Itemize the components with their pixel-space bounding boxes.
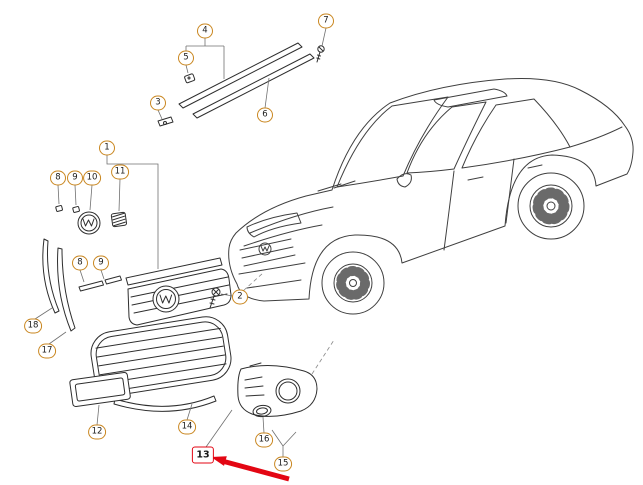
fog-lamp-opening [275, 378, 301, 404]
callout-9-lower[interactable]: 9 [93, 255, 109, 271]
highlight-arrow-shaft [223, 459, 290, 482]
leader-lines [34, 27, 327, 457]
fog-lamp-ring [252, 404, 272, 418]
upper-grille [125, 257, 232, 326]
callout-1[interactable]: 1 [99, 140, 115, 156]
callout-3[interactable]: 3 [150, 95, 166, 111]
callout-18[interactable]: 18 [24, 318, 42, 334]
windshield [336, 96, 449, 188]
upper-grille-frame [127, 268, 232, 326]
callout-4[interactable]: 4 [197, 23, 213, 39]
car-vw-badge-mark [260, 245, 270, 252]
lower-grille-strip [113, 395, 217, 412]
car-body [228, 78, 634, 302]
upper-grille-chrome-strip [125, 257, 223, 286]
door-handles [467, 164, 543, 181]
front-side-window [406, 101, 487, 174]
headlight [246, 212, 302, 238]
upper-grille-slats [130, 276, 230, 314]
callout-12[interactable]: 12 [88, 424, 106, 440]
license-plate-bracket [69, 371, 131, 408]
callout-14[interactable]: 14 [178, 419, 196, 435]
callout-8-lower[interactable]: 8 [72, 255, 88, 271]
badge-plate-part [110, 211, 128, 228]
wipers [317, 180, 356, 192]
callout-9-upper[interactable]: 9 [67, 170, 83, 186]
highlight-arrow-head [211, 456, 227, 466]
hood-creases [243, 206, 334, 247]
roof-strip-screw [316, 45, 325, 63]
roof-strip-clip [184, 73, 196, 84]
callout-8-upper[interactable]: 8 [50, 170, 66, 186]
rear-side-window [461, 98, 571, 169]
chrome-strip-parts [78, 275, 122, 292]
front-door-line [443, 170, 455, 251]
car-outline [228, 78, 634, 315]
car-vw-badge [258, 242, 272, 256]
side-trim-strips [42, 238, 76, 332]
callout-13-highlighted[interactable]: 13 [191, 446, 215, 464]
grille-screw [209, 287, 221, 309]
rear-wheel [517, 172, 585, 240]
callout-5[interactable]: 5 [178, 50, 194, 66]
fog-lamp-grille [237, 362, 318, 417]
callout-2[interactable]: 2 [232, 289, 248, 305]
highlight-arrow [211, 456, 290, 482]
callout-10[interactable]: 10 [83, 170, 101, 186]
small-fasteners [55, 205, 80, 213]
mounting-clip [157, 116, 174, 127]
callout-15[interactable]: 15 [274, 456, 292, 472]
sunroof [433, 88, 508, 108]
rear-door-line [505, 158, 515, 224]
callout-16[interactable]: 16 [255, 432, 273, 448]
callout-7[interactable]: 7 [318, 13, 334, 29]
callout-11[interactable]: 11 [111, 164, 129, 180]
roof-trim-strips [178, 42, 315, 119]
side-mirror [396, 173, 412, 188]
front-wheel [321, 251, 385, 315]
vw-emblem-part [77, 211, 101, 235]
trunk-line [569, 126, 623, 148]
car-grille-bars [239, 238, 296, 267]
bumper-lines [238, 262, 306, 289]
callout-6[interactable]: 6 [257, 107, 273, 123]
callout-17[interactable]: 17 [38, 343, 56, 359]
